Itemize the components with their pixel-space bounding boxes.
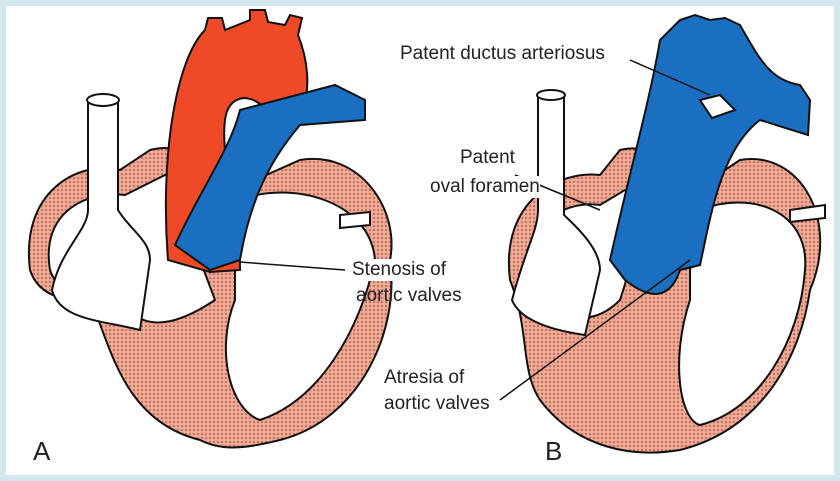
pda-leader xyxy=(629,59,711,96)
label-pfo-line1: Patent xyxy=(460,147,515,169)
pv-a xyxy=(339,210,371,230)
stenosis-leader xyxy=(239,261,346,271)
svc-a xyxy=(50,99,152,332)
panel-label-a: A xyxy=(33,436,51,466)
label-stenosis-line1: Stenosis of xyxy=(352,259,446,281)
label-pfo-line2: oval foramen xyxy=(430,176,540,198)
label-atresia-line1: Atresia of xyxy=(384,367,465,389)
ductus-b xyxy=(698,93,737,120)
svc-b xyxy=(510,94,602,337)
heart-a xyxy=(27,9,393,449)
pulmonary-artery-a xyxy=(173,83,366,272)
label-stenosis-line2: aortic valves xyxy=(356,285,462,306)
atresia-leader xyxy=(499,259,691,401)
pv-b xyxy=(789,203,826,224)
heart-b xyxy=(507,13,826,454)
label-pda: Patent ductus arteriosus xyxy=(400,43,605,65)
pulmonary-artery-b xyxy=(608,13,812,295)
label-atresia-line2: aortic valves xyxy=(384,393,490,415)
panel-label-b: B xyxy=(545,436,563,466)
